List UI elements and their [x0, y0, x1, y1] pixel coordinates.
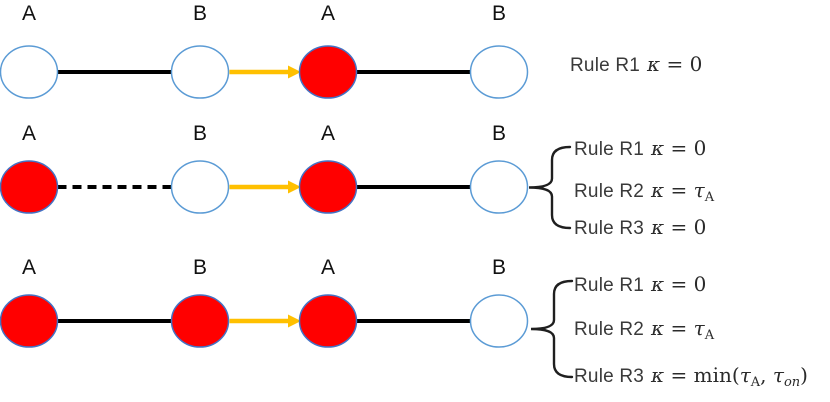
rule-label: Rule R1	[574, 275, 645, 296]
rule-formula: κ = 0	[651, 272, 706, 296]
brace	[528, 145, 572, 230]
formula-segment: κ	[651, 215, 665, 239]
formula-segment: = 0	[664, 136, 707, 160]
formula-segment: ,	[760, 363, 773, 387]
rule-formula: κ = min(τA, τon)	[651, 363, 808, 390]
formula-segment: τ	[693, 178, 705, 202]
rule-annotation: Rule R3 κ = 0	[574, 214, 706, 240]
formula-segment: A	[704, 328, 715, 343]
rule-label: Rule R2	[574, 181, 645, 202]
node-circle-filled	[298, 294, 358, 348]
formula-segment: = min(	[664, 363, 740, 387]
node-circle-empty	[170, 160, 230, 214]
node-label: A	[21, 256, 37, 279]
node-circle-empty	[170, 45, 230, 99]
rule-label: Rule R1	[570, 55, 641, 76]
rule-annotation: Rule R2 κ = τA	[574, 315, 715, 343]
node-label: A	[320, 122, 336, 145]
node-label: B	[491, 122, 507, 145]
rule-formula: κ = 0	[651, 215, 706, 239]
rule-label: Rule R2	[574, 319, 645, 340]
node-label: A	[320, 2, 336, 25]
formula-segment: κ	[651, 316, 665, 340]
rule-formula: κ = τA	[651, 316, 715, 343]
formula-segment: )	[800, 363, 808, 387]
node-label: B	[192, 122, 208, 145]
formula-segment: κ	[651, 178, 665, 202]
formula-segment: =	[664, 316, 694, 340]
node-circle-filled	[298, 160, 358, 214]
rule-annotation: Rule R1 κ = 0	[570, 51, 702, 77]
rule-formula: κ = 0	[651, 136, 706, 160]
node-label: B	[192, 2, 208, 25]
node-circle-empty	[0, 45, 59, 99]
rule-label: Rule R1	[574, 139, 645, 160]
node-label: B	[491, 256, 507, 279]
node-circle-filled	[0, 294, 59, 348]
formula-segment: κ	[651, 272, 665, 296]
node-circle-filled	[170, 294, 230, 348]
node-label: B	[192, 256, 208, 279]
formula-segment: τ	[739, 363, 751, 387]
formula-segment: κ	[651, 363, 665, 387]
formula-segment: κ	[651, 136, 665, 160]
rule-annotation: Rule R2 κ = τA	[574, 177, 715, 205]
node-label: B	[491, 2, 507, 25]
formula-segment: = 0	[664, 272, 707, 296]
node-circle-filled	[298, 45, 358, 99]
formula-segment: κ	[647, 52, 661, 76]
formula-segment: =	[664, 178, 694, 202]
node-circle-empty	[469, 160, 529, 214]
node-label: A	[21, 122, 37, 145]
node-circle-empty	[469, 45, 529, 99]
formula-segment: = 0	[660, 52, 703, 76]
rule-label: Rule R3	[574, 366, 645, 387]
formula-segment: τ	[772, 363, 784, 387]
arrowhead-icon	[288, 65, 301, 79]
formula-segment: = 0	[664, 215, 707, 239]
node-label: A	[21, 2, 37, 25]
rule-formula: κ = 0	[647, 52, 702, 76]
arrowhead-icon	[288, 180, 301, 194]
node-circle-filled	[0, 160, 59, 214]
formula-segment: A	[750, 375, 761, 390]
arrowhead-icon	[288, 314, 301, 328]
brace	[530, 279, 574, 379]
rule-formula: κ = τA	[651, 178, 715, 205]
formula-segment: A	[704, 190, 715, 205]
rule-annotation: Rule R1 κ = 0	[574, 135, 706, 161]
node-label: A	[320, 256, 336, 279]
rule-label: Rule R3	[574, 218, 645, 239]
node-circle-empty	[469, 294, 529, 348]
formula-segment: τ	[693, 316, 705, 340]
rule-annotation: Rule R1 κ = 0	[574, 271, 706, 297]
formula-segment: on	[783, 375, 801, 390]
